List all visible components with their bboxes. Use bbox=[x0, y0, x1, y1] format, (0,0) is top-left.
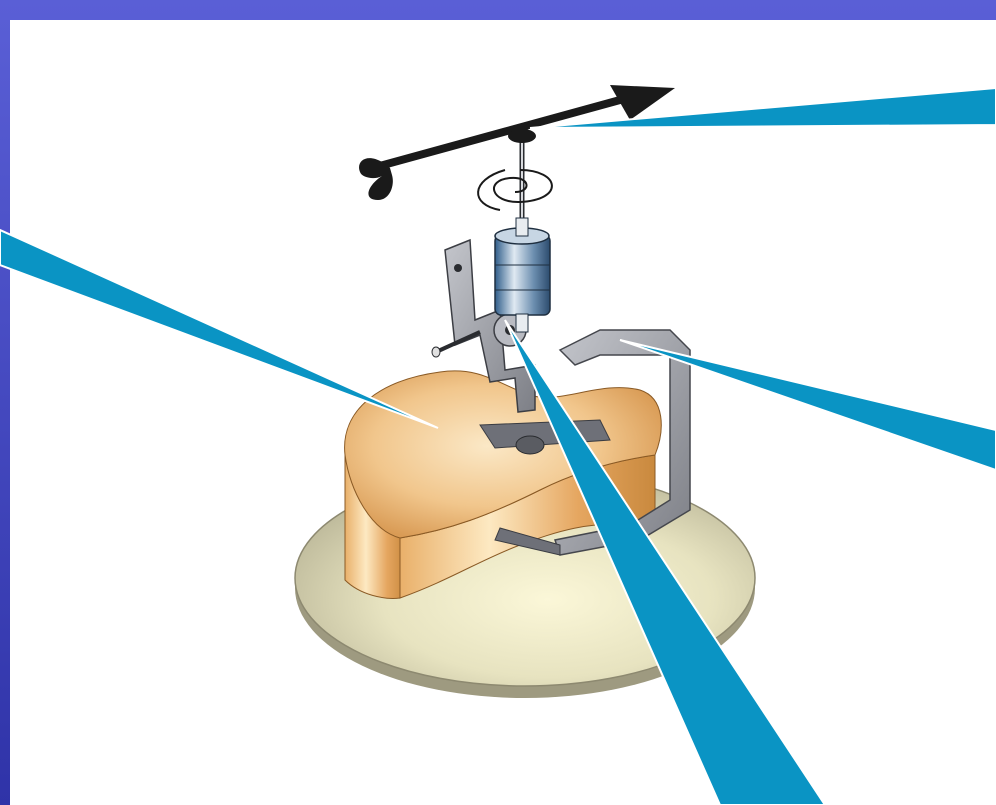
mechanism-illustration bbox=[0, 0, 996, 805]
diagram-canvas bbox=[0, 0, 996, 805]
